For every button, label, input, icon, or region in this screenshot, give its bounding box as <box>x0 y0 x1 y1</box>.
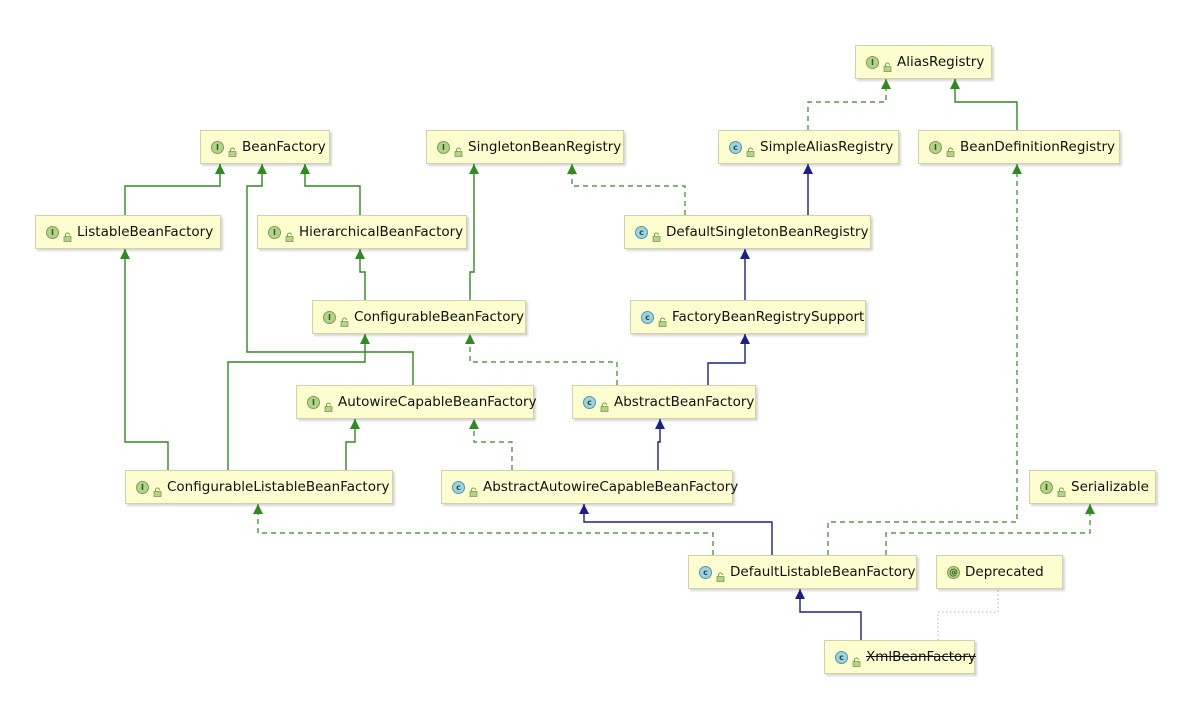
annotation-icon: @ <box>947 565 960 579</box>
edge-implements-abstract-autowire-capable-bean-factory-to-autowire-capable-bean-factory <box>469 419 513 470</box>
interface-icon: I <box>268 225 281 239</box>
public-access-icon <box>716 567 725 582</box>
node-default-singleton-bean-registry[interactable]: c DefaultSingletonBeanRegistry <box>624 215 871 249</box>
edge-implements-simple-alias-registry-to-alias-registry <box>807 79 891 130</box>
node-deprecated[interactable]: @ Deprecated <box>936 555 1063 589</box>
interface-icon: I <box>307 395 320 409</box>
public-access-icon <box>1057 482 1066 497</box>
node-label: XmlBeanFactory <box>866 649 976 665</box>
node-label: BeanDefinitionRegistry <box>960 139 1116 155</box>
edge-implements-default-listable-bean-factory-to-serializable <box>885 504 1095 555</box>
public-access-icon <box>324 397 333 412</box>
public-access-icon <box>153 482 162 497</box>
edge-extends-interface-configurable-listable-bean-factory-to-configurable-bean-factory <box>227 334 370 470</box>
interface-icon: I <box>46 225 59 239</box>
class-icon: c <box>641 310 654 324</box>
edge-extends-xml-bean-factory-to-default-listable-bean-factory <box>795 589 862 640</box>
public-access-icon <box>746 142 755 157</box>
node-label: Serializable <box>1071 479 1149 495</box>
node-label: AliasRegistry <box>897 54 985 70</box>
public-access-icon <box>883 57 892 72</box>
node-xml-bean-factory[interactable]: c XmlBeanFactory <box>824 640 976 674</box>
edge-extends-interface-autowire-capable-bean-factory-to-bean-factory <box>246 164 414 385</box>
node-label: DefaultSingletonBeanRegistry <box>666 224 869 240</box>
interface-icon: I <box>211 140 224 154</box>
edge-implements-abstract-bean-factory-to-configurable-bean-factory <box>465 334 618 385</box>
class-icon: c <box>835 650 848 664</box>
public-access-icon <box>285 227 294 242</box>
interface-icon: I <box>929 140 942 154</box>
node-hierarchical-bean-factory[interactable]: I HierarchicalBeanFactory <box>257 215 467 249</box>
public-access-icon <box>454 142 463 157</box>
edge-extends-interface-listable-bean-factory-to-bean-factory <box>124 164 225 215</box>
node-default-listable-bean-factory[interactable]: c DefaultListableBeanFactory <box>688 555 917 589</box>
node-factory-bean-registry-support[interactable]: c FactoryBeanRegistrySupport <box>630 300 866 334</box>
class-icon: c <box>635 225 648 239</box>
edge-implements-default-listable-bean-factory-to-configurable-listable-bean-factory <box>253 504 714 555</box>
edge-extends-interface-configurable-bean-factory-to-singleton-bean-registry <box>469 164 479 300</box>
node-label: ConfigurableBeanFactory <box>354 309 525 325</box>
node-abstract-autowire-capable-bean-factory[interactable]: c AbstractAutowireCapableBeanFactory <box>441 470 738 504</box>
interface-icon: I <box>323 310 336 324</box>
node-label: AbstractAutowireCapableBeanFactory <box>483 479 739 495</box>
node-alias-registry[interactable]: I AliasRegistry <box>855 45 992 79</box>
edge-implements-default-singleton-bean-registry-to-singleton-bean-registry <box>567 164 686 215</box>
node-label: Deprecated <box>965 564 1044 580</box>
node-autowire-capable-bean-factory[interactable]: I AutowireCapableBeanFactory <box>296 385 537 419</box>
abstract-class-icon: c <box>452 480 465 494</box>
node-serializable[interactable]: I Serializable <box>1029 470 1156 504</box>
edge-extends-interface-configurable-bean-factory-to-hierarchical-bean-factory <box>355 249 366 300</box>
node-bean-definition-registry[interactable]: I BeanDefinitionRegistry <box>918 130 1120 164</box>
node-configurable-listable-bean-factory[interactable]: I ConfigurableListableBeanFactory <box>125 470 393 504</box>
edge-implements-default-listable-bean-factory-to-bean-definition-registry <box>827 164 1022 555</box>
edge-annotated-xml-bean-factory-to-deprecated <box>937 589 999 640</box>
edge-extends-abstract-autowire-capable-bean-factory-to-abstract-bean-factory <box>655 419 665 470</box>
edge-extends-interface-bean-definition-registry-to-alias-registry <box>950 79 1018 130</box>
public-access-icon <box>946 142 955 157</box>
public-access-icon <box>340 312 349 327</box>
node-label: HierarchicalBeanFactory <box>299 224 464 240</box>
node-label: AutowireCapableBeanFactory <box>338 394 537 410</box>
node-label: SimpleAliasRegistry <box>760 139 894 155</box>
edge-extends-interface-configurable-listable-bean-factory-to-autowire-capable-bean-factory <box>345 419 360 470</box>
class-icon: c <box>699 565 712 579</box>
interface-icon: I <box>1040 480 1053 494</box>
abstract-class-icon: c <box>583 395 596 409</box>
interface-icon: I <box>136 480 149 494</box>
node-label: ListableBeanFactory <box>77 224 214 240</box>
edge-extends-abstract-bean-factory-to-factory-bean-registry-support <box>707 334 750 385</box>
public-access-icon <box>228 142 237 157</box>
public-access-icon <box>600 397 609 412</box>
public-access-icon <box>469 482 478 497</box>
edge-extends-default-listable-bean-factory-to-abstract-autowire-capable-bean-factory <box>579 504 773 555</box>
edge-extends-interface-hierarchical-bean-factory-to-bean-factory <box>300 164 361 215</box>
class-icon: c <box>729 140 742 154</box>
node-listable-bean-factory[interactable]: I ListableBeanFactory <box>35 215 221 249</box>
node-bean-factory[interactable]: I BeanFactory <box>200 130 330 164</box>
node-label: ConfigurableListableBeanFactory <box>167 479 390 495</box>
node-label: SingletonBeanRegistry <box>468 139 622 155</box>
public-access-icon <box>63 227 72 242</box>
node-label: FactoryBeanRegistrySupport <box>672 309 865 325</box>
edge-extends-interface-configurable-listable-bean-factory-to-listable-bean-factory <box>120 249 169 470</box>
node-label: AbstractBeanFactory <box>614 394 755 410</box>
interface-icon: I <box>866 55 879 69</box>
node-abstract-bean-factory[interactable]: c AbstractBeanFactory <box>572 385 756 419</box>
public-access-icon <box>652 227 661 242</box>
public-access-icon <box>852 652 861 667</box>
node-simple-alias-registry[interactable]: c SimpleAliasRegistry <box>718 130 899 164</box>
node-label: BeanFactory <box>242 139 326 155</box>
public-access-icon <box>658 312 667 327</box>
node-singleton-bean-registry[interactable]: I SingletonBeanRegistry <box>426 130 624 164</box>
interface-icon: I <box>437 140 450 154</box>
node-configurable-bean-factory[interactable]: I ConfigurableBeanFactory <box>312 300 526 334</box>
node-label: DefaultListableBeanFactory <box>730 564 916 580</box>
